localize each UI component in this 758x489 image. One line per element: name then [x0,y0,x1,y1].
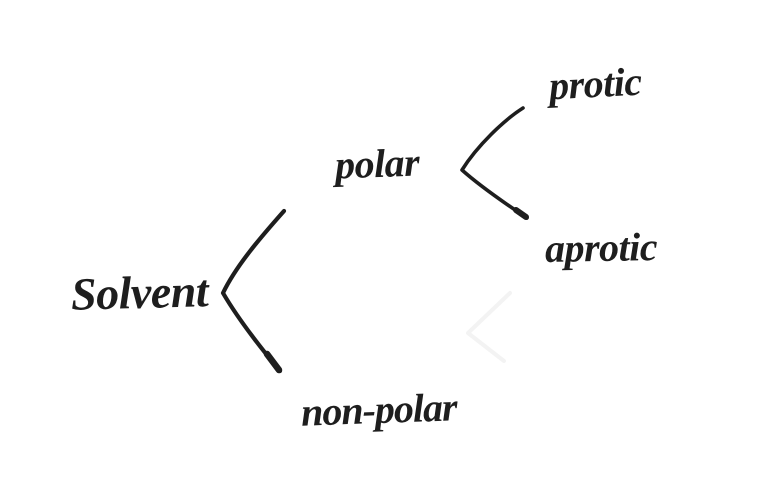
branch-label-polar: polar [334,139,420,188]
leaf-label-aprotic: aprotic [544,224,658,271]
polar-fork-line [460,106,529,220]
solvent-fork-line [220,208,287,374]
root-label-solvent: Solvent [70,265,209,320]
polar-fork-line-taper [513,207,529,220]
leaf-label-protic: protic [547,58,643,109]
ghost-chevron-mark [466,291,512,363]
solvent-fork-line-taper [263,350,283,374]
branch-label-non-polar: non-polar [300,384,458,435]
